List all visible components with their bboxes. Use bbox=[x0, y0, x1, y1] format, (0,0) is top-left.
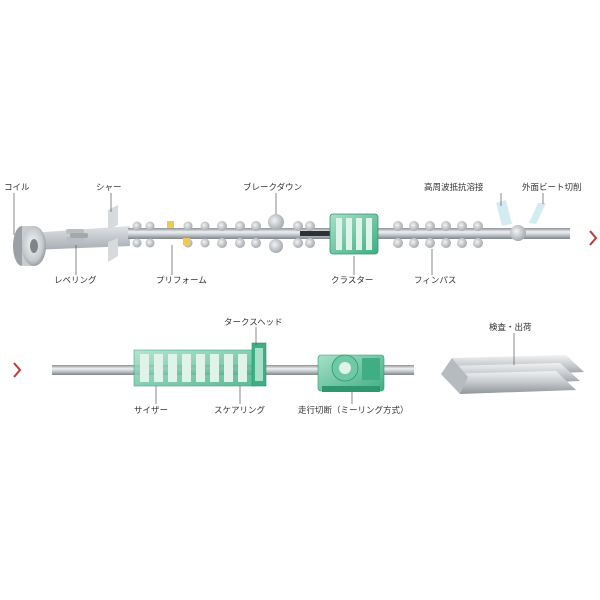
coil-illustration bbox=[13, 226, 46, 266]
label-preform: プリフォーム bbox=[156, 276, 207, 286]
cutoff-machine bbox=[317, 354, 385, 392]
welding-tools bbox=[496, 200, 546, 226]
preform-piece bbox=[167, 221, 190, 245]
label-cluster: クラスター bbox=[331, 276, 374, 286]
label-squaring: スケアリング bbox=[214, 406, 266, 416]
label-cutoff: 走行切断（ミーリング方式） bbox=[298, 406, 409, 416]
leader-lines-row2 bbox=[155, 327, 515, 404]
label-shear: シャー bbox=[96, 183, 122, 193]
turks-head-machine bbox=[251, 342, 267, 387]
label-turks-head: タークスヘッド bbox=[224, 318, 283, 328]
sizer-machine bbox=[133, 349, 255, 387]
chevron-right-icon bbox=[13, 362, 22, 378]
shear-illustration bbox=[108, 205, 118, 262]
cluster-machine bbox=[329, 213, 379, 255]
leader-lines-row1 bbox=[13, 193, 544, 275]
label-bead-cut: 外面ビート切削 bbox=[522, 183, 582, 193]
label-finpass: フィンパス bbox=[414, 276, 457, 286]
label-sizer: サイザー bbox=[134, 406, 169, 416]
label-breakdown: ブレークダウン bbox=[243, 183, 303, 193]
leveling-rollers bbox=[66, 229, 88, 242]
label-coil: コイル bbox=[4, 183, 30, 193]
label-leveling: レベリング bbox=[54, 276, 97, 286]
chevron-right-icon bbox=[589, 230, 598, 246]
label-hf-welding: 高周波抵抗溶接 bbox=[424, 183, 484, 193]
finished-pipes bbox=[441, 355, 584, 394]
label-inspection: 検査・出荷 bbox=[489, 323, 532, 333]
